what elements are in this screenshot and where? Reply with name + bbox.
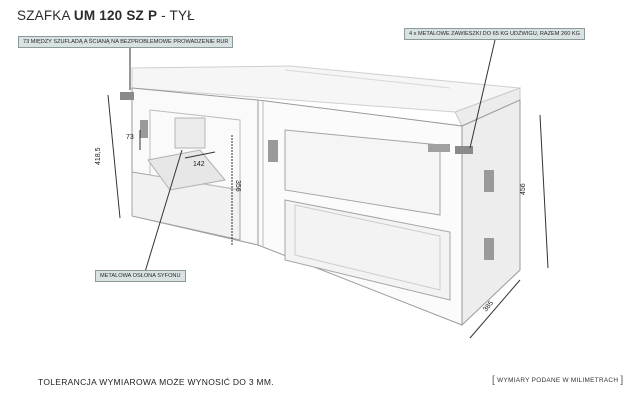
dim-line-385: [469, 279, 521, 339]
right-drawer-lower: [284, 199, 451, 301]
dim-label-73: 73: [126, 134, 134, 141]
title-suffix: - TYŁ: [161, 8, 195, 23]
bracket-open: [: [492, 375, 496, 386]
right-drawer-lower-inner: [294, 204, 441, 291]
cabinet-side-panel: [461, 99, 521, 327]
leader-siphon: [144, 149, 183, 273]
siphon-cover: [147, 149, 226, 191]
callout-siphon: METALOWA OSŁONA SYFONU: [95, 270, 186, 283]
basin-edge: [284, 69, 451, 89]
dim-label-456: 456: [520, 183, 527, 195]
hanger-side: [428, 144, 450, 152]
dim-line-418: [107, 94, 121, 219]
hanger-left-top: [120, 92, 134, 100]
slide-bracket-3: [268, 140, 278, 162]
title-model: UM 120 SZ P: [73, 8, 158, 23]
callout-drawer-gap: 73 MIĘDZY SZUFLADĄ A ŚCIANĄ NA BEZPROBLE…: [18, 36, 234, 49]
left-drawer-slot: [174, 117, 206, 149]
page-title: SZAFKA UM 120 SZ P - TYŁ: [17, 8, 195, 23]
slide-bracket-2: [484, 238, 494, 260]
dim-line-142: [184, 151, 216, 159]
dim-label-142: 142: [193, 161, 205, 168]
hanger-right-top: [455, 146, 473, 154]
right-drawer-upper: [284, 129, 441, 216]
callout-hangers: 4 x METALOWE ZAWIESZKI DO 65 KG UDŹWIGU,…: [404, 28, 585, 41]
slide-bracket-4: [140, 120, 148, 138]
slide-bracket-1: [484, 170, 494, 192]
dim-label-356: 356: [234, 180, 241, 192]
left-drawer-upper: [149, 109, 241, 191]
dim-line-456: [539, 114, 549, 269]
dim-label-418: 418,5: [95, 147, 102, 165]
leader-hangers: [469, 39, 496, 149]
bracket-close: ]: [620, 375, 624, 386]
units-note: [ WYMIARY PODANE W MILIMETRACH ]: [492, 375, 623, 386]
units-text: WYMIARY PODANE W MILIMETRACH: [497, 377, 619, 385]
title-prefix: SZAFKA: [17, 8, 70, 23]
tolerance-note: TOLERANCJA WYMIAROWA MOŻE WYNOSIĆ DO 3 M…: [38, 377, 274, 387]
